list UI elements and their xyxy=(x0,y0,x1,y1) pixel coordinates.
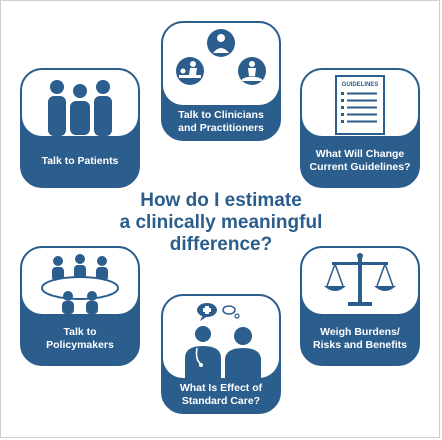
card-standard-care-label: What Is Effect of Standard Care? xyxy=(179,382,263,407)
doctor-patient-icon xyxy=(185,303,261,378)
guidelines-document-icon: GUIDELINES xyxy=(335,75,385,135)
card-patients: Talk to Patients xyxy=(20,68,140,188)
card-clinicians-label: Talk to Clinicians and Practitioners xyxy=(178,109,264,134)
card-standard-care: What Is Effect of Standard Care? xyxy=(161,294,281,414)
card-clinicians: Talk to Clinicians and Practitioners xyxy=(161,21,281,141)
clinicians-icon xyxy=(176,29,266,85)
card-burdens: Weigh Burdens/ Risks and Benefits xyxy=(300,246,420,366)
card-policymakers-label: Talk to Policymakers xyxy=(46,326,114,351)
guidelines-doc-title: GUIDELINES xyxy=(342,82,379,88)
card-guidelines: GUIDELINES What Will Change Current Guid… xyxy=(300,68,420,188)
card-policymakers: Talk to Policymakers xyxy=(20,246,140,366)
balance-scale-icon xyxy=(324,253,396,306)
card-burdens-label: Weigh Burdens/ Risks and Benefits xyxy=(313,326,407,351)
people-group-icon xyxy=(48,80,112,136)
meeting-table-icon xyxy=(41,254,119,314)
central-question: How do I estimate a clinically meaningfu… xyxy=(119,190,323,255)
card-guidelines-label: What Will Change Current Guidelines? xyxy=(309,148,411,173)
card-patients-label: Talk to Patients xyxy=(41,154,119,167)
